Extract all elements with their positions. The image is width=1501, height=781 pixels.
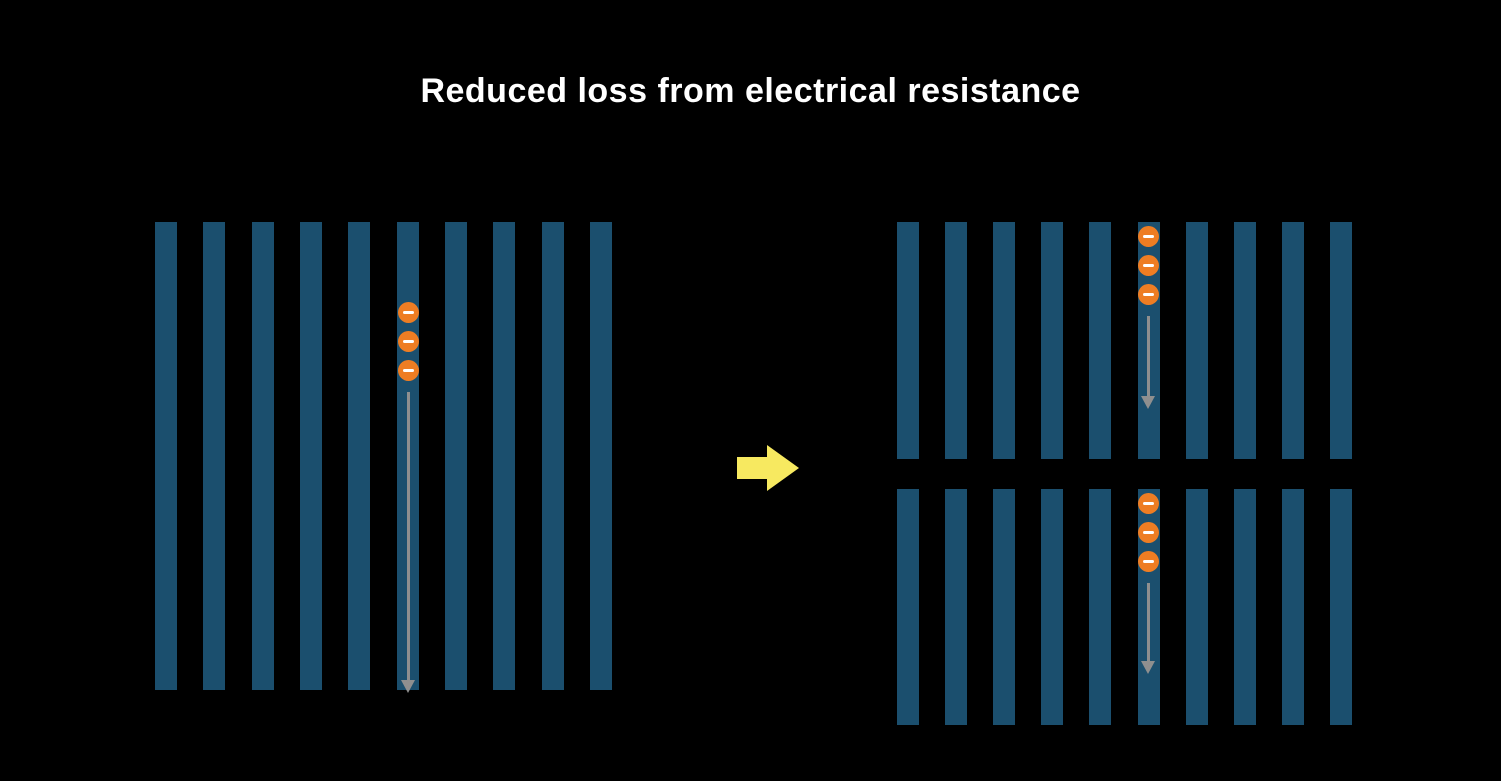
finger-bar-row [897, 222, 1352, 459]
electron-flow-column [1137, 226, 1159, 409]
electron-icon [1137, 551, 1159, 572]
cell-finger-bar [1089, 222, 1112, 459]
minus-glyph [1142, 560, 1154, 563]
transition-arrow-head [767, 445, 799, 491]
electron-icon [1137, 255, 1159, 276]
cell-finger-bar [1041, 222, 1064, 459]
current-flow-arrow-shaft [1146, 316, 1150, 396]
minus-glyph [1142, 502, 1154, 505]
minus-glyph [1142, 531, 1154, 534]
cell-finger-bar [203, 222, 226, 690]
cell-finger-bar [897, 222, 919, 459]
half-cell-top-panel [897, 222, 1352, 459]
cell-finger-bar [1185, 222, 1208, 459]
finger-bar-row [155, 222, 612, 690]
cell-finger-bar [1233, 489, 1256, 725]
minus-glyph [1142, 264, 1154, 267]
full-cell-panel [155, 222, 612, 693]
cell-finger-bar [1089, 489, 1112, 725]
cell-finger-bar [1281, 489, 1304, 725]
cell-finger-bar [993, 489, 1016, 725]
transition-arrow-icon [737, 445, 801, 491]
cell-finger-bar [348, 222, 371, 690]
current-flow-arrow-head [401, 680, 415, 693]
cell-finger-bar [589, 222, 612, 690]
current-flow-arrow-shaft [406, 392, 410, 680]
cell-finger-bar [1041, 489, 1064, 725]
cell-finger-bar [155, 222, 177, 690]
cell-finger-bar [1329, 489, 1352, 725]
transition-arrow-shaft [737, 457, 767, 479]
minus-glyph [402, 311, 414, 314]
electron-flow-column [1137, 493, 1159, 674]
cell-finger-bar [945, 489, 968, 725]
electron-icon [397, 302, 419, 323]
finger-bar-row [897, 489, 1352, 725]
current-flow-arrow-shaft [1146, 583, 1150, 661]
cell-finger-bar [897, 489, 919, 725]
cell-finger-bar [1281, 222, 1304, 459]
current-flow-arrow [401, 392, 415, 693]
electron-icon [397, 360, 419, 381]
minus-glyph [402, 340, 414, 343]
electron-icon [1137, 226, 1159, 247]
minus-glyph [1142, 235, 1154, 238]
cell-finger-bar [1329, 222, 1352, 459]
cell-finger-bar [1233, 222, 1256, 459]
cell-finger-bar [541, 222, 564, 690]
electron-icon [397, 331, 419, 352]
cell-finger-bar [945, 222, 968, 459]
minus-glyph [1142, 293, 1154, 296]
cell-finger-bar [251, 222, 274, 690]
current-flow-arrow [1141, 583, 1155, 674]
current-flow-arrow-head [1141, 661, 1155, 674]
electron-icon [1137, 493, 1159, 514]
current-flow-arrow-head [1141, 396, 1155, 409]
electron-icon [1137, 284, 1159, 305]
electron-flow-column [397, 302, 419, 693]
page-title: Reduced loss from electrical resistance [420, 72, 1081, 110]
cell-finger-bar [493, 222, 516, 690]
minus-glyph [402, 369, 414, 372]
cell-finger-bar [444, 222, 467, 690]
half-cell-bottom-panel [897, 489, 1352, 725]
current-flow-arrow [1141, 316, 1155, 409]
cell-finger-bar [993, 222, 1016, 459]
electron-icon [1137, 522, 1159, 543]
cell-finger-bar [1185, 489, 1208, 725]
cell-finger-bar [299, 222, 322, 690]
